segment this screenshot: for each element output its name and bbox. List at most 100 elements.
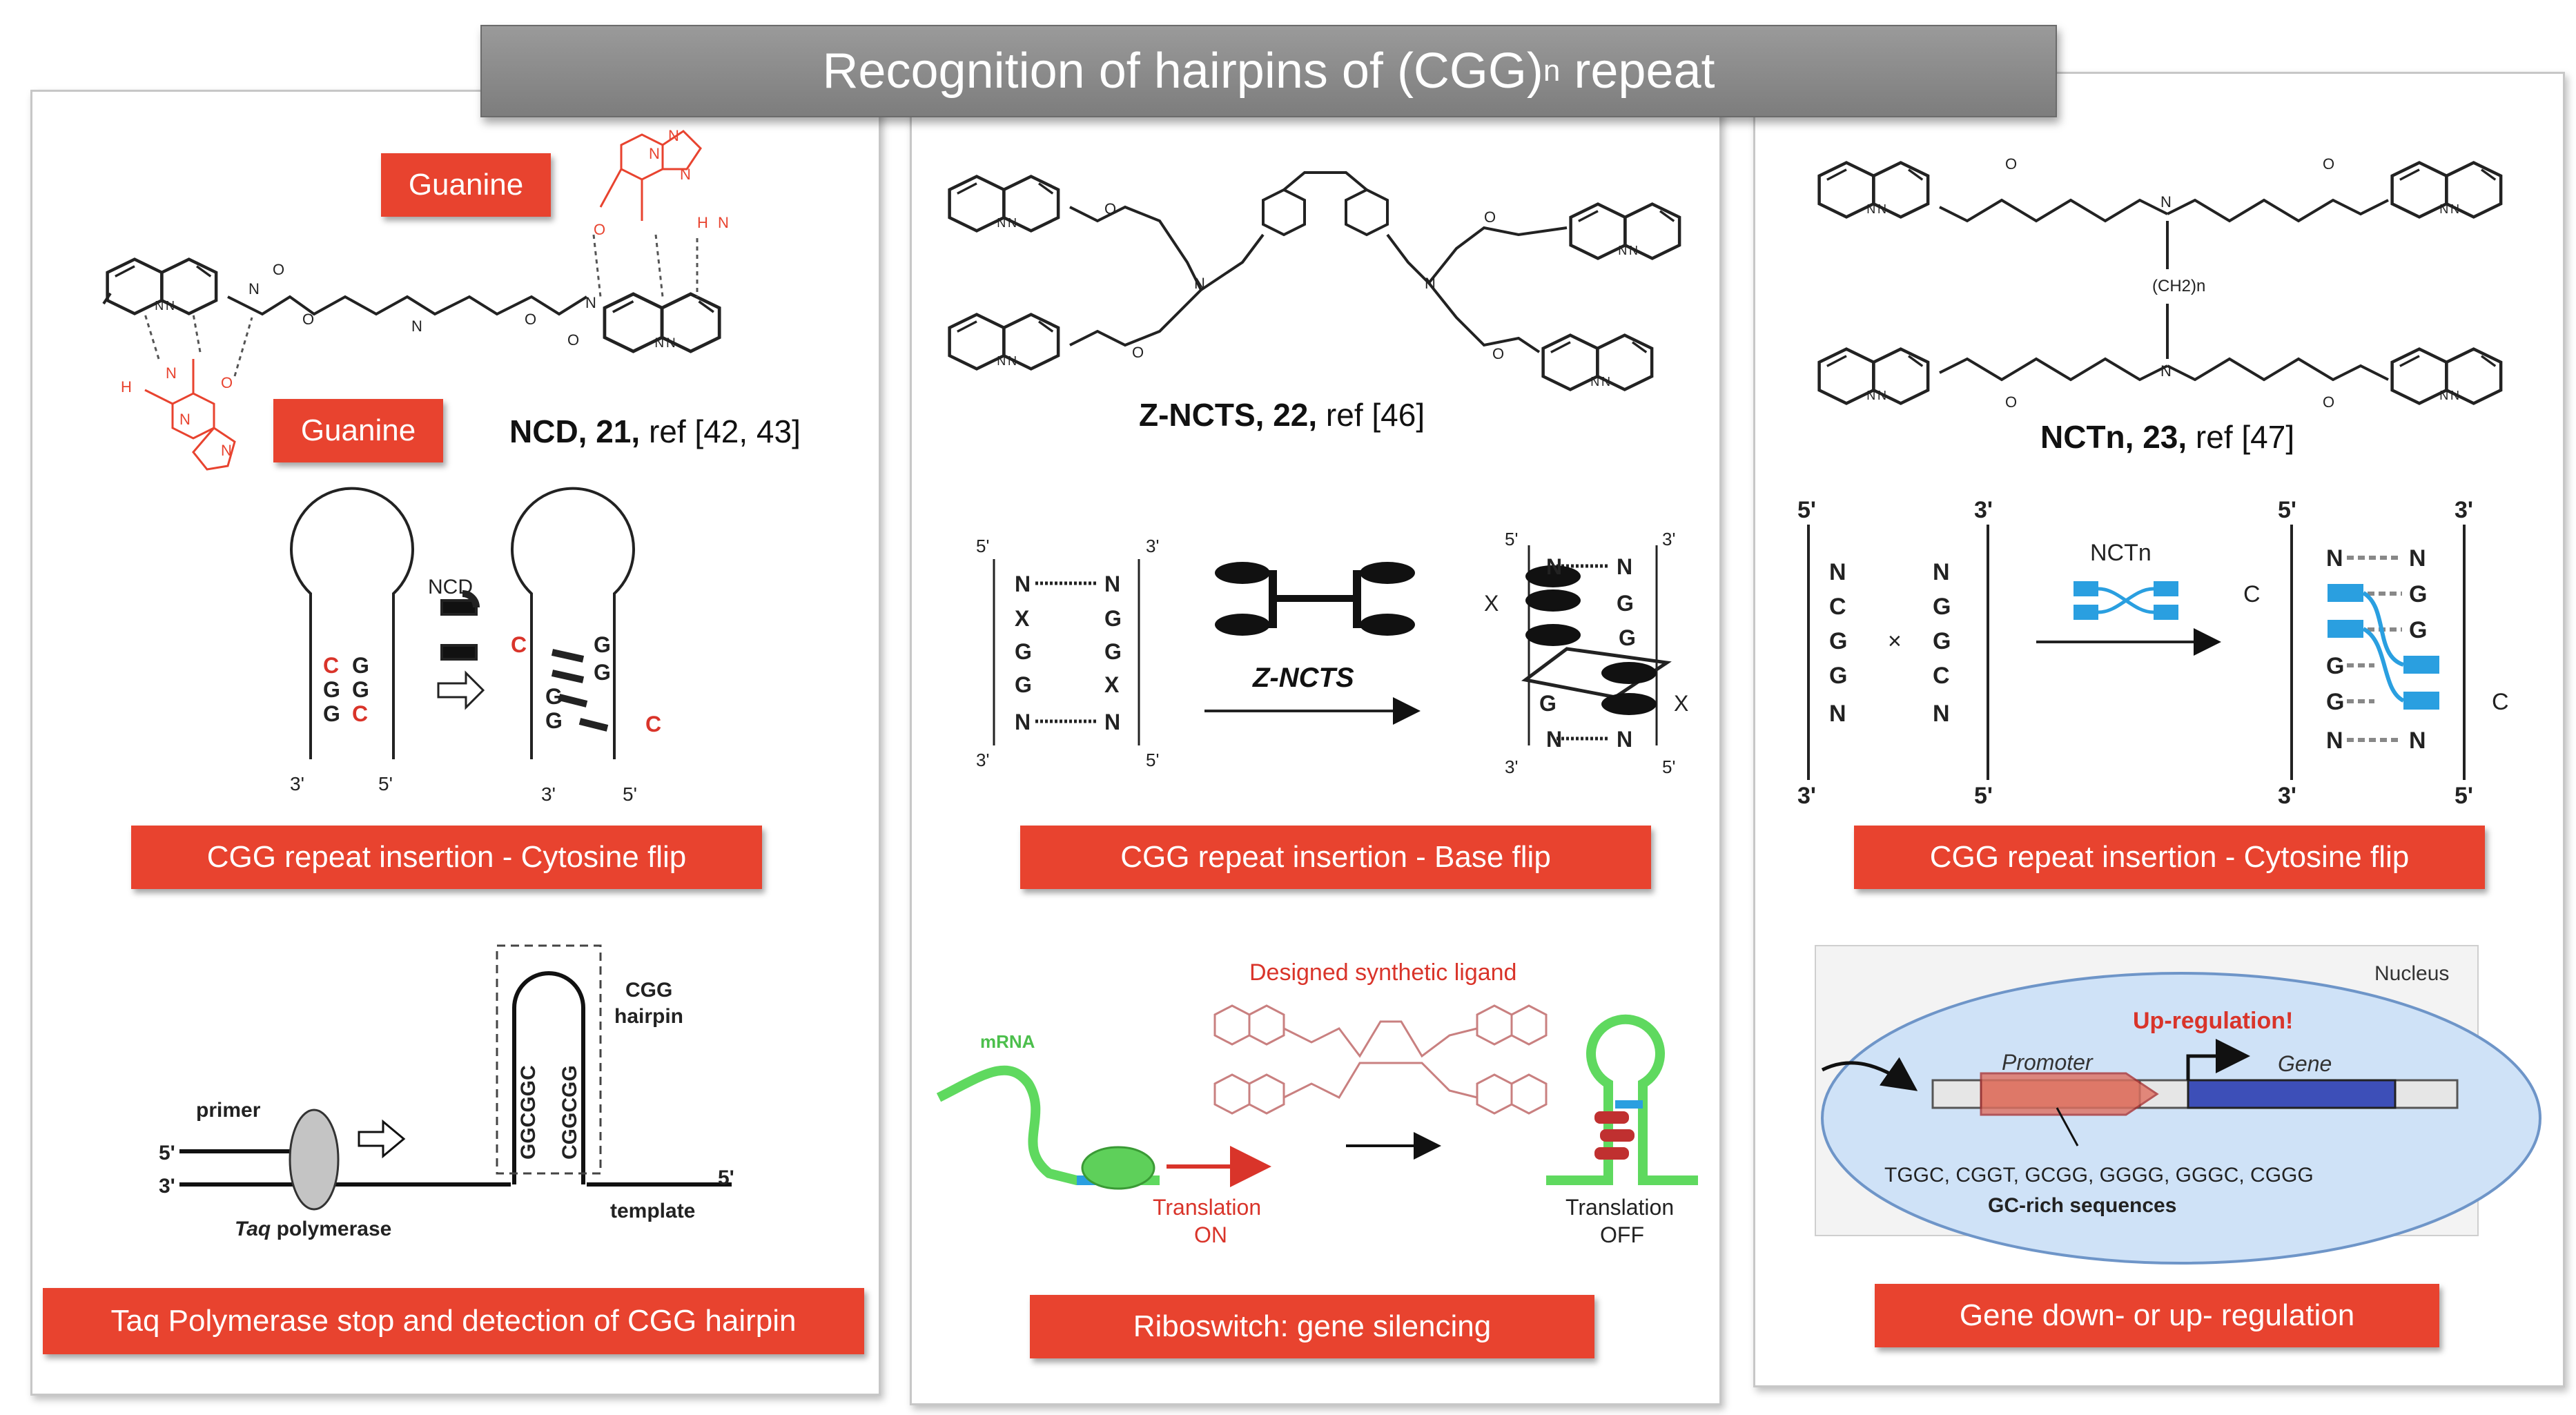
svg-text:O: O xyxy=(1104,200,1116,217)
svg-text:G: G xyxy=(1104,639,1122,664)
svg-text:C: C xyxy=(2492,689,2509,715)
nctn-arrow-label: NCTn xyxy=(2090,540,2151,566)
pcr-template-label: template xyxy=(610,1200,695,1222)
svg-text:3': 3' xyxy=(1662,529,1675,549)
znncts-compound-ref: ref [46] xyxy=(1317,397,1425,433)
pcr-template-five: 5' xyxy=(718,1167,734,1189)
svg-text:N: N xyxy=(1104,572,1120,596)
svg-text:O: O xyxy=(302,311,314,328)
mrna-label: mRNA xyxy=(980,1031,1035,1052)
svg-text:N: N xyxy=(1194,275,1205,292)
svg-text:O: O xyxy=(1132,344,1144,361)
ncd-hairpin-scheme xyxy=(290,487,635,759)
svg-text:O: O xyxy=(525,311,536,328)
svg-text:N: N xyxy=(2326,728,2343,754)
svg-text:G: G xyxy=(594,660,611,685)
svg-text:N: N xyxy=(1425,275,1436,292)
nctn-compound-ref: ref [47] xyxy=(2187,419,2295,455)
svg-text:3': 3' xyxy=(541,783,556,805)
svg-text:C: C xyxy=(1829,594,1846,620)
svg-text:N: N xyxy=(1015,572,1031,596)
pcr-strand-1: GGCGGC xyxy=(517,1065,540,1160)
pcr-polymerase-label: Taq polymerase xyxy=(235,1218,391,1240)
svg-text:C: C xyxy=(645,712,661,736)
title-main: Recognition of hairpins of (CGG) xyxy=(822,43,1543,99)
svg-text:G: G xyxy=(352,677,369,702)
svg-text:H: H xyxy=(121,378,132,396)
svg-text:G: G xyxy=(545,708,563,733)
translation-off-1: Translation xyxy=(1565,1195,1674,1220)
svg-text:G: G xyxy=(1015,639,1032,664)
svg-text:N: N xyxy=(2409,545,2426,572)
svg-text:N: N xyxy=(2409,728,2426,754)
svg-text:5': 5' xyxy=(1974,783,1993,809)
svg-text:N: N xyxy=(1617,554,1632,579)
pcr-primer-label: primer xyxy=(196,1099,261,1122)
designed-ligand-label: Designed synthetic ligand xyxy=(1249,959,1516,986)
middle-bottom-label: Riboswitch: gene silencing xyxy=(1030,1295,1594,1358)
znncts-compound-name: Z-NCTS, 22, xyxy=(1139,397,1318,433)
nctn-compound-label: NCTn, 23, ref [47] xyxy=(2040,418,2294,456)
znncts-cartoon xyxy=(1215,562,1657,715)
svg-text:X: X xyxy=(1484,591,1499,616)
svg-text:O: O xyxy=(1484,208,1496,226)
pcr-hairpin-label: hairpin xyxy=(614,1005,683,1028)
pcr-five-prime: 5' xyxy=(159,1142,175,1164)
left-bottom-label: Taq Polymerase stop and detection of CGG… xyxy=(43,1288,864,1354)
svg-text:N: N xyxy=(585,294,596,311)
svg-text:N: N xyxy=(1933,559,1950,585)
nctn-compound-name: NCTn, 23, xyxy=(2040,419,2187,455)
svg-text:G: G xyxy=(1617,591,1634,616)
svg-text:3': 3' xyxy=(976,750,989,770)
ncd-compound-name: NCD, 21, xyxy=(509,413,641,449)
svg-text:5': 5' xyxy=(378,773,393,794)
znncts-molecule: N N O O O O xyxy=(950,171,1680,389)
svg-text:G: G xyxy=(1829,663,1847,689)
svg-text:G: G xyxy=(1829,628,1847,654)
svg-text:X: X xyxy=(1674,691,1688,716)
svg-text:3': 3' xyxy=(1505,757,1518,777)
svg-text:N: N xyxy=(2326,545,2343,572)
svg-text:N: N xyxy=(221,442,232,459)
riboswitch-scheme xyxy=(936,1004,1698,1190)
right-duplex-scheme xyxy=(1807,525,2466,780)
znncts-arrow-label: Z-NCTS xyxy=(1252,663,1354,693)
svg-text:G: G xyxy=(2326,653,2344,679)
nucleus-scheme xyxy=(1815,945,2541,1265)
svg-text:N: N xyxy=(1546,727,1562,752)
svg-text:O: O xyxy=(2323,393,2334,411)
svg-text:G: G xyxy=(2409,617,2427,643)
nctn-cartoon xyxy=(2074,581,2439,710)
svg-text:5': 5' xyxy=(2455,783,2473,809)
svg-text:G: G xyxy=(1619,625,1636,650)
translation-on-2: ON xyxy=(1194,1222,1227,1247)
svg-text:X: X xyxy=(1104,672,1120,697)
svg-text:C: C xyxy=(2243,581,2261,607)
svg-text:N: N xyxy=(1829,701,1846,727)
ncd-compound-ref: ref [42, 43] xyxy=(640,413,801,449)
svg-text:G: G xyxy=(1015,672,1032,697)
svg-text:N: N xyxy=(179,411,191,428)
svg-text:O: O xyxy=(2005,155,2017,173)
title-tail: repeat xyxy=(1560,43,1715,99)
svg-text:N: N xyxy=(248,280,260,297)
svg-text:O: O xyxy=(273,261,284,278)
pcr-polymerase-word: polymerase xyxy=(271,1218,391,1240)
svg-text:3': 3' xyxy=(290,773,304,794)
svg-text:5': 5' xyxy=(976,536,989,556)
svg-text:O: O xyxy=(1492,345,1504,362)
svg-text:N: N xyxy=(718,214,729,231)
svg-text:O: O xyxy=(2005,393,2017,411)
svg-text:C: C xyxy=(1933,663,1950,689)
svg-text:N: N xyxy=(1933,701,1950,727)
taq-polymerase-shape xyxy=(289,1109,340,1211)
svg-text:O: O xyxy=(2323,155,2334,173)
znncts-compound-label: Z-NCTS, 22, ref [46] xyxy=(1139,396,1425,433)
svg-text:3': 3' xyxy=(1797,783,1816,809)
svg-text:G: G xyxy=(1539,691,1557,716)
title-subscript: n xyxy=(1543,54,1561,88)
svg-text:G: G xyxy=(594,632,611,657)
svg-text:N: N xyxy=(1015,710,1031,734)
guanine-bottom-label: Guanine xyxy=(273,399,443,462)
